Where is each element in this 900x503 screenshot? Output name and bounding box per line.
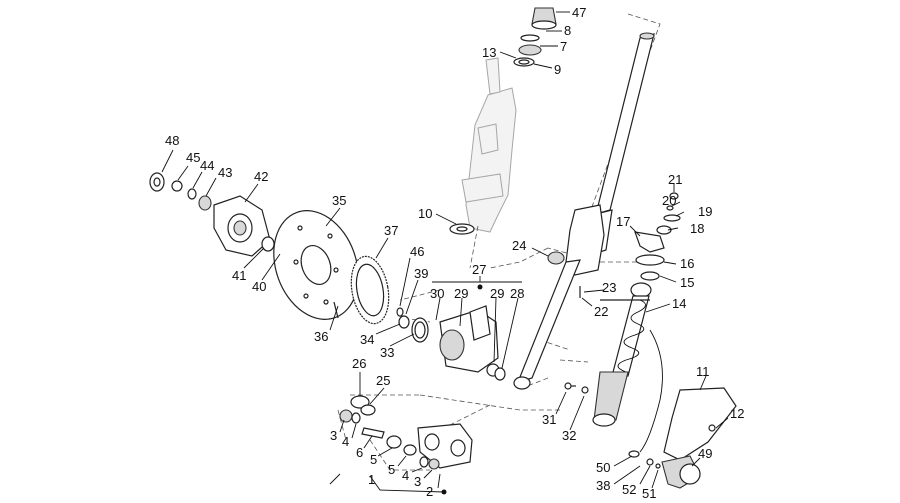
callout-29-right: 29 bbox=[490, 286, 504, 301]
callout-32: 32 bbox=[562, 428, 576, 443]
callout-39: 39 bbox=[414, 266, 428, 281]
callout-42: 42 bbox=[254, 169, 268, 184]
callout-38: 38 bbox=[596, 478, 610, 493]
callout-10: 10 bbox=[418, 206, 432, 221]
callout-40: 40 bbox=[252, 279, 266, 294]
callout-34: 34 bbox=[360, 332, 374, 347]
callout-24: 24 bbox=[512, 238, 526, 253]
callout-9: 9 bbox=[554, 62, 561, 77]
swingarm-center bbox=[411, 305, 506, 381]
callout-48: 48 bbox=[165, 133, 179, 148]
callout-18: 18 bbox=[690, 221, 704, 236]
shock-absorber bbox=[592, 282, 652, 427]
callout-21: 21 bbox=[668, 172, 682, 187]
ghost-steering-frame bbox=[461, 57, 517, 269]
callout-16: 16 bbox=[680, 256, 694, 271]
callout-51: 51 bbox=[642, 486, 656, 501]
callout-26: 26 bbox=[352, 356, 366, 371]
reference-dot-top bbox=[477, 284, 483, 290]
bracket-parts-right bbox=[634, 192, 681, 281]
callout-22: 22 bbox=[594, 304, 608, 319]
callout-3-left: 3 bbox=[330, 428, 337, 443]
callout-5-right: 5 bbox=[388, 462, 395, 477]
callout-27: 27 bbox=[472, 262, 486, 277]
callout-33: 33 bbox=[380, 345, 394, 360]
sensor-parts bbox=[628, 450, 701, 489]
callout-23: 23 bbox=[602, 280, 616, 295]
leader-lines bbox=[161, 11, 729, 493]
callout-46: 46 bbox=[410, 244, 424, 259]
lower-axle-assembly bbox=[339, 395, 473, 470]
bearing-stack-top bbox=[513, 7, 557, 67]
callout-4-left: 4 bbox=[342, 434, 349, 449]
callout-30: 30 bbox=[430, 286, 444, 301]
wheel-hub-left bbox=[149, 172, 288, 257]
small-bolts bbox=[449, 223, 589, 394]
callout-3-right: 3 bbox=[414, 474, 421, 489]
callout-1: 1 bbox=[368, 472, 375, 487]
brake-disc bbox=[273, 210, 359, 320]
callout-37: 37 bbox=[384, 223, 398, 238]
callout-19: 19 bbox=[698, 204, 712, 219]
callout-25: 25 bbox=[376, 373, 390, 388]
callout-6: 6 bbox=[356, 445, 363, 460]
fork-leg bbox=[513, 32, 655, 390]
callout-47: 47 bbox=[572, 5, 586, 20]
callout-31: 31 bbox=[542, 412, 556, 427]
callout-2: 2 bbox=[426, 484, 433, 499]
callout-44: 44 bbox=[200, 158, 214, 173]
callout-8: 8 bbox=[564, 23, 571, 38]
callout-28: 28 bbox=[510, 286, 524, 301]
callout-20: 20 bbox=[662, 193, 676, 208]
callout-labels: 47 8 7 13 9 48 45 44 43 42 35 10 21 20 1… bbox=[165, 5, 744, 501]
callout-45: 45 bbox=[186, 150, 200, 165]
callout-52: 52 bbox=[622, 482, 636, 497]
callout-41: 41 bbox=[232, 268, 246, 283]
callout-36: 36 bbox=[314, 329, 328, 344]
callout-17: 17 bbox=[616, 214, 630, 229]
callout-15: 15 bbox=[680, 275, 694, 290]
callout-50: 50 bbox=[596, 460, 610, 475]
mudguard bbox=[639, 329, 737, 461]
callout-29-left: 29 bbox=[454, 286, 468, 301]
callout-5-left: 5 bbox=[370, 452, 377, 467]
callout-11: 11 bbox=[696, 364, 710, 379]
callout-49: 49 bbox=[698, 446, 712, 461]
callout-12: 12 bbox=[730, 406, 744, 421]
tone-ring bbox=[350, 255, 410, 329]
callout-35: 35 bbox=[332, 193, 346, 208]
callout-14: 14 bbox=[672, 296, 686, 311]
callout-43: 43 bbox=[218, 165, 232, 180]
callout-7: 7 bbox=[560, 39, 567, 54]
callout-13: 13 bbox=[482, 45, 496, 60]
callout-4-right: 4 bbox=[402, 468, 409, 483]
